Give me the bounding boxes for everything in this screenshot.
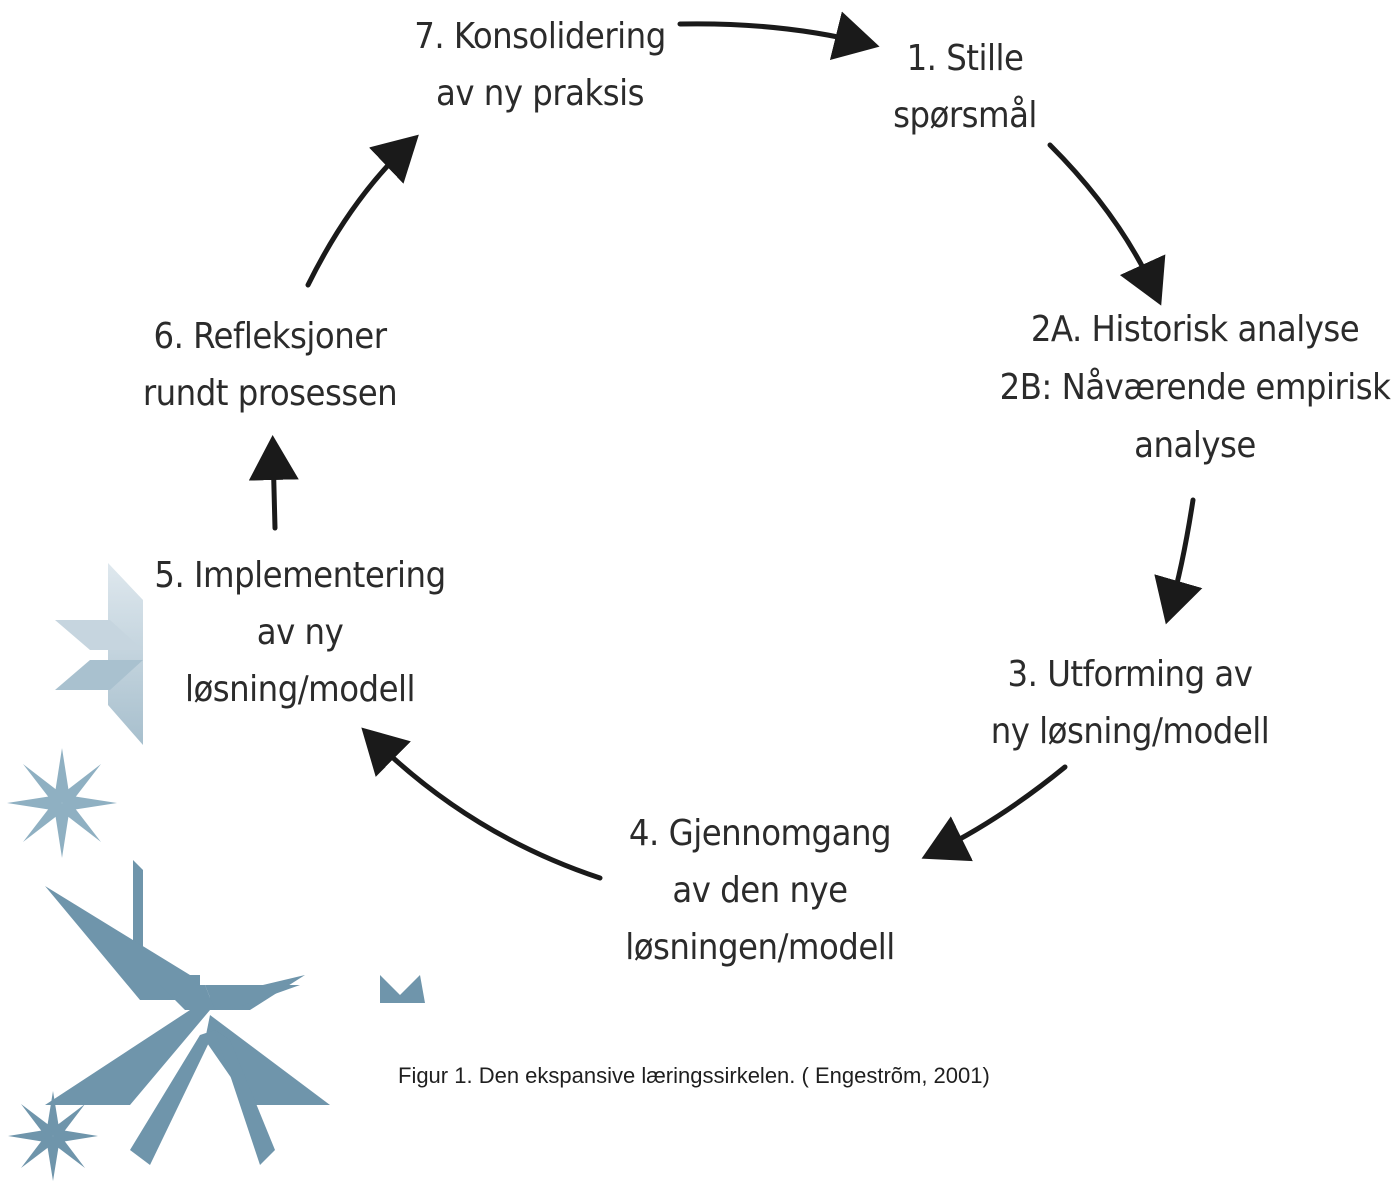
step-5-implementing: 5. Implementering av ny løsning/modell — [100, 547, 500, 718]
decor-fragment-icon — [380, 975, 425, 1003]
arrow-5-to-6 — [248, 435, 299, 531]
step-1-line-2: spørsmål — [893, 95, 1037, 136]
step-6-line-1: 6. Refleksjoner — [153, 316, 387, 357]
step-3-modeling: 3. Utforming av ny løsning/modell — [930, 646, 1330, 760]
small-star-icon — [7, 748, 117, 858]
arrow-3-to-4 — [921, 764, 1068, 862]
decor-chevron-icon — [108, 563, 143, 745]
arrow-2-to-3 — [1154, 497, 1203, 625]
step-2-analysis: 2A. Historisk analyse 2B: Nåværende empi… — [990, 301, 1400, 475]
step-1-questioning: 1. Stille spørsmål — [840, 30, 1090, 144]
large-star-icon — [45, 860, 330, 1165]
step-5-line-3: løsning/modell — [184, 669, 416, 710]
arrow-4-to-5 — [361, 727, 603, 881]
step-4-line-2: av den nye — [672, 870, 848, 911]
step-7-line-1: 7. Konsolidering — [414, 16, 666, 57]
decor-chevron-icon — [55, 620, 143, 650]
step-5-line-2: av ny — [256, 612, 344, 653]
step-6-line-2: rundt prosessen — [142, 373, 398, 414]
arrow-6-to-7 — [305, 134, 419, 288]
step-7-consolidation: 7. Konsolidering av ny praksis — [340, 8, 740, 122]
step-3-line-1: 3. Utforming av — [1007, 654, 1253, 695]
step-4-examining-model: 4. Gjennomgang av den nye løsningen/mode… — [560, 805, 960, 976]
step-6-reflecting: 6. Refleksjoner rundt prosessen — [70, 308, 470, 422]
bottom-small-star-icon — [8, 1091, 98, 1181]
step-2-line-1: 2A. Historisk analyse — [1030, 309, 1360, 350]
step-1-line-1: 1. Stille — [906, 38, 1024, 79]
arrow-1-to-2 — [1047, 142, 1166, 306]
decor-chevron-icon — [55, 660, 143, 690]
step-3-line-2: ny løsning/modell — [990, 711, 1270, 752]
step-5-line-1: 5. Implementering — [154, 555, 446, 596]
arrow-7-to-1 — [677, 11, 880, 61]
step-4-line-3: løsningen/modell — [625, 927, 895, 968]
step-2-line-3: analyse — [1134, 425, 1256, 466]
step-2-line-2: 2B: Nåværende empirisk — [999, 367, 1391, 408]
step-7-line-2: av ny praksis — [436, 73, 645, 114]
step-4-line-1: 4. Gjennomgang — [628, 813, 892, 854]
figure-caption: Figur 1. Den ekspansive læringssirkelen.… — [398, 1063, 990, 1088]
